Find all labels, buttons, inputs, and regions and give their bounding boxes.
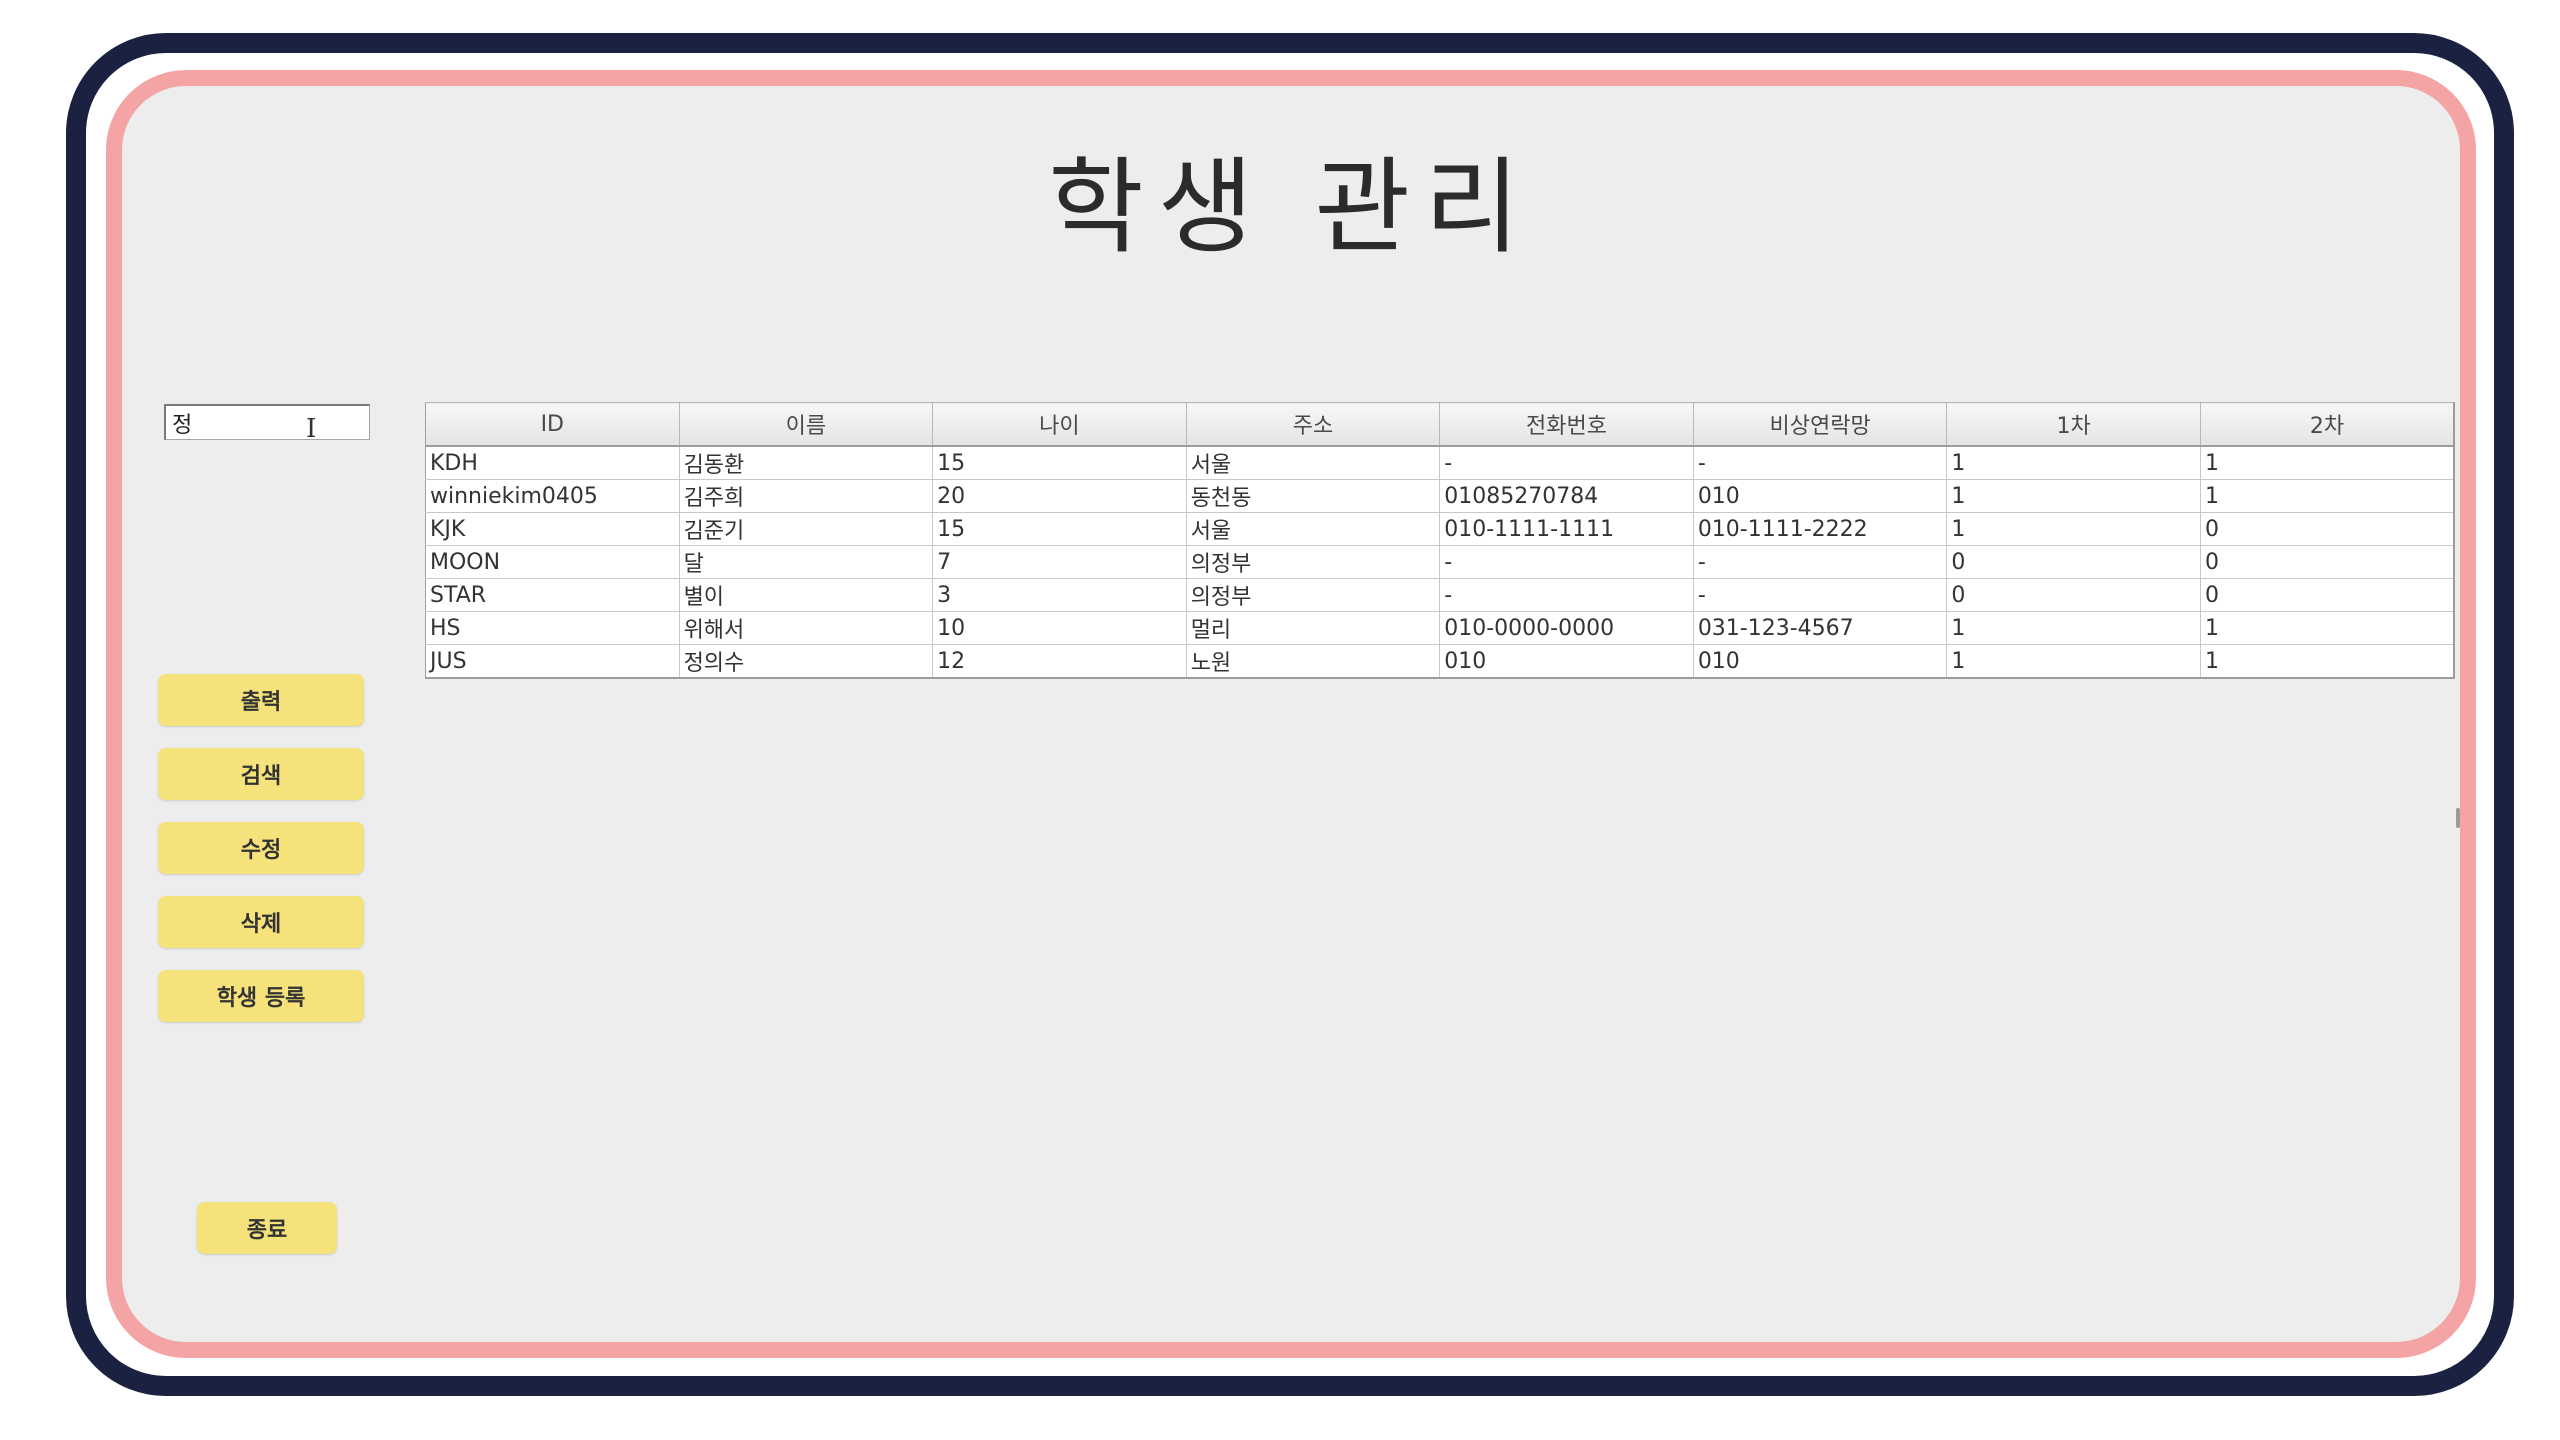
table-cell[interactable]: 010: [1692, 644, 1948, 679]
table-cell[interactable]: 별이: [678, 578, 934, 612]
table-cell[interactable]: 0: [1946, 545, 2201, 579]
table-cell[interactable]: JUS: [425, 644, 680, 679]
table-cell[interactable]: -: [1692, 545, 1948, 579]
table-row[interactable]: HS 위해서 10 멀리 010-0000-0000 031-123-4567 …: [425, 611, 2455, 645]
table-cell[interactable]: 멀리: [1185, 611, 1441, 645]
table-cell[interactable]: 1: [1946, 512, 2201, 546]
table-row[interactable]: KJK 김준기 15 서울 010-1111-1111 010-1111-222…: [425, 512, 2455, 546]
table-cell[interactable]: 15: [932, 512, 1187, 546]
table-cell[interactable]: 7: [932, 545, 1187, 579]
table-row[interactable]: winniekim0405 김주희 20 동천동 01085270784 010…: [425, 479, 2455, 513]
table-row[interactable]: KDH 김동환 15 서울 - - 1 1: [425, 445, 2455, 480]
scrollbar-handle[interactable]: [2456, 808, 2460, 828]
table-cell[interactable]: 010: [1439, 644, 1694, 679]
table-cell[interactable]: 위해서: [678, 611, 934, 645]
column-header-phone[interactable]: 전화번호: [1439, 402, 1694, 447]
table-cell[interactable]: KJK: [425, 512, 680, 546]
table-row[interactable]: MOON 달 7 의정부 - - 0 0: [425, 545, 2455, 579]
table-cell[interactable]: 1: [2199, 479, 2455, 513]
table-cell[interactable]: HS: [425, 611, 680, 645]
table-cell[interactable]: -: [1439, 545, 1694, 579]
column-header-emergency-contact[interactable]: 비상연락망: [1692, 402, 1948, 447]
table-cell[interactable]: 20: [932, 479, 1187, 513]
register-student-button[interactable]: 학생 등록: [158, 970, 364, 1022]
table-cell[interactable]: 1: [1946, 611, 2201, 645]
table-cell[interactable]: winniekim0405: [425, 479, 680, 513]
table-cell[interactable]: 1: [1946, 445, 2201, 480]
table-cell[interactable]: 의정부: [1185, 578, 1441, 612]
column-header-name[interactable]: 이름: [678, 402, 934, 447]
delete-button[interactable]: 삭제: [158, 896, 364, 948]
table-cell[interactable]: 0: [2199, 545, 2455, 579]
edit-button[interactable]: 수정: [158, 822, 364, 874]
table-cell[interactable]: MOON: [425, 545, 680, 579]
table-cell[interactable]: -: [1692, 445, 1948, 480]
column-header-age[interactable]: 나이: [932, 402, 1187, 447]
app-window: 학생 관리 I 출력 검색 수정 삭제 학생 등록 종료 ID 이름 나이 주소…: [106, 70, 2476, 1358]
table-cell[interactable]: 달: [678, 545, 934, 579]
table-cell[interactable]: 노원: [1185, 644, 1441, 679]
table-header-row: ID 이름 나이 주소 전화번호 비상연락망 1차 2차: [425, 402, 2455, 447]
table-cell[interactable]: 0: [1946, 578, 2201, 612]
table-cell[interactable]: 1: [2199, 611, 2455, 645]
search-input[interactable]: [164, 404, 370, 440]
search-button[interactable]: 검색: [158, 748, 364, 800]
table-cell[interactable]: 서울: [1185, 445, 1441, 480]
table-cell[interactable]: 동천동: [1185, 479, 1441, 513]
table-cell[interactable]: 김동환: [678, 445, 934, 480]
student-table-container[interactable]: ID 이름 나이 주소 전화번호 비상연락망 1차 2차 KDH 김동환 15 …: [425, 402, 2455, 679]
table-cell[interactable]: 0: [2199, 512, 2455, 546]
table-cell[interactable]: 0: [2199, 578, 2455, 612]
table-cell[interactable]: 1: [1946, 479, 2201, 513]
table-row[interactable]: JUS 정의수 12 노원 010 010 1 1: [425, 644, 2455, 679]
table-cell[interactable]: 김준기: [678, 512, 934, 546]
table-cell[interactable]: 서울: [1185, 512, 1441, 546]
table-cell[interactable]: STAR: [425, 578, 680, 612]
table-cell[interactable]: 010-1111-2222: [1692, 512, 1948, 546]
table-cell[interactable]: 10: [932, 611, 1187, 645]
table-cell[interactable]: 010: [1692, 479, 1948, 513]
page-title: 학생 관리: [1048, 146, 1534, 268]
table-cell[interactable]: 010-1111-1111: [1439, 512, 1694, 546]
table-cell[interactable]: 1: [2199, 644, 2455, 679]
student-table[interactable]: ID 이름 나이 주소 전화번호 비상연락망 1차 2차 KDH 김동환 15 …: [425, 402, 2455, 679]
table-cell[interactable]: KDH: [425, 445, 680, 480]
table-cell[interactable]: -: [1439, 578, 1694, 612]
column-header-first[interactable]: 1차: [1946, 402, 2201, 447]
column-header-address[interactable]: 주소: [1185, 402, 1441, 447]
table-cell[interactable]: 12: [932, 644, 1187, 679]
table-cell[interactable]: 3: [932, 578, 1187, 612]
table-cell[interactable]: 15: [932, 445, 1187, 480]
exit-button[interactable]: 종료: [197, 1202, 337, 1254]
table-cell[interactable]: -: [1692, 578, 1948, 612]
table-cell[interactable]: 의정부: [1185, 545, 1441, 579]
column-header-id[interactable]: ID: [425, 402, 680, 447]
table-cell[interactable]: 01085270784: [1439, 479, 1694, 513]
table-cell[interactable]: -: [1439, 445, 1694, 480]
table-row[interactable]: STAR 별이 3 의정부 - - 0 0: [425, 578, 2455, 612]
table-cell[interactable]: 정의수: [678, 644, 934, 679]
table-cell[interactable]: 김주희: [678, 479, 934, 513]
table-cell[interactable]: 1: [1946, 644, 2201, 679]
table-cell[interactable]: 031-123-4567: [1692, 611, 1948, 645]
print-button[interactable]: 출력: [158, 674, 364, 726]
table-cell[interactable]: 010-0000-0000: [1439, 611, 1694, 645]
column-header-second[interactable]: 2차: [2199, 402, 2455, 447]
table-cell[interactable]: 1: [2199, 445, 2455, 480]
